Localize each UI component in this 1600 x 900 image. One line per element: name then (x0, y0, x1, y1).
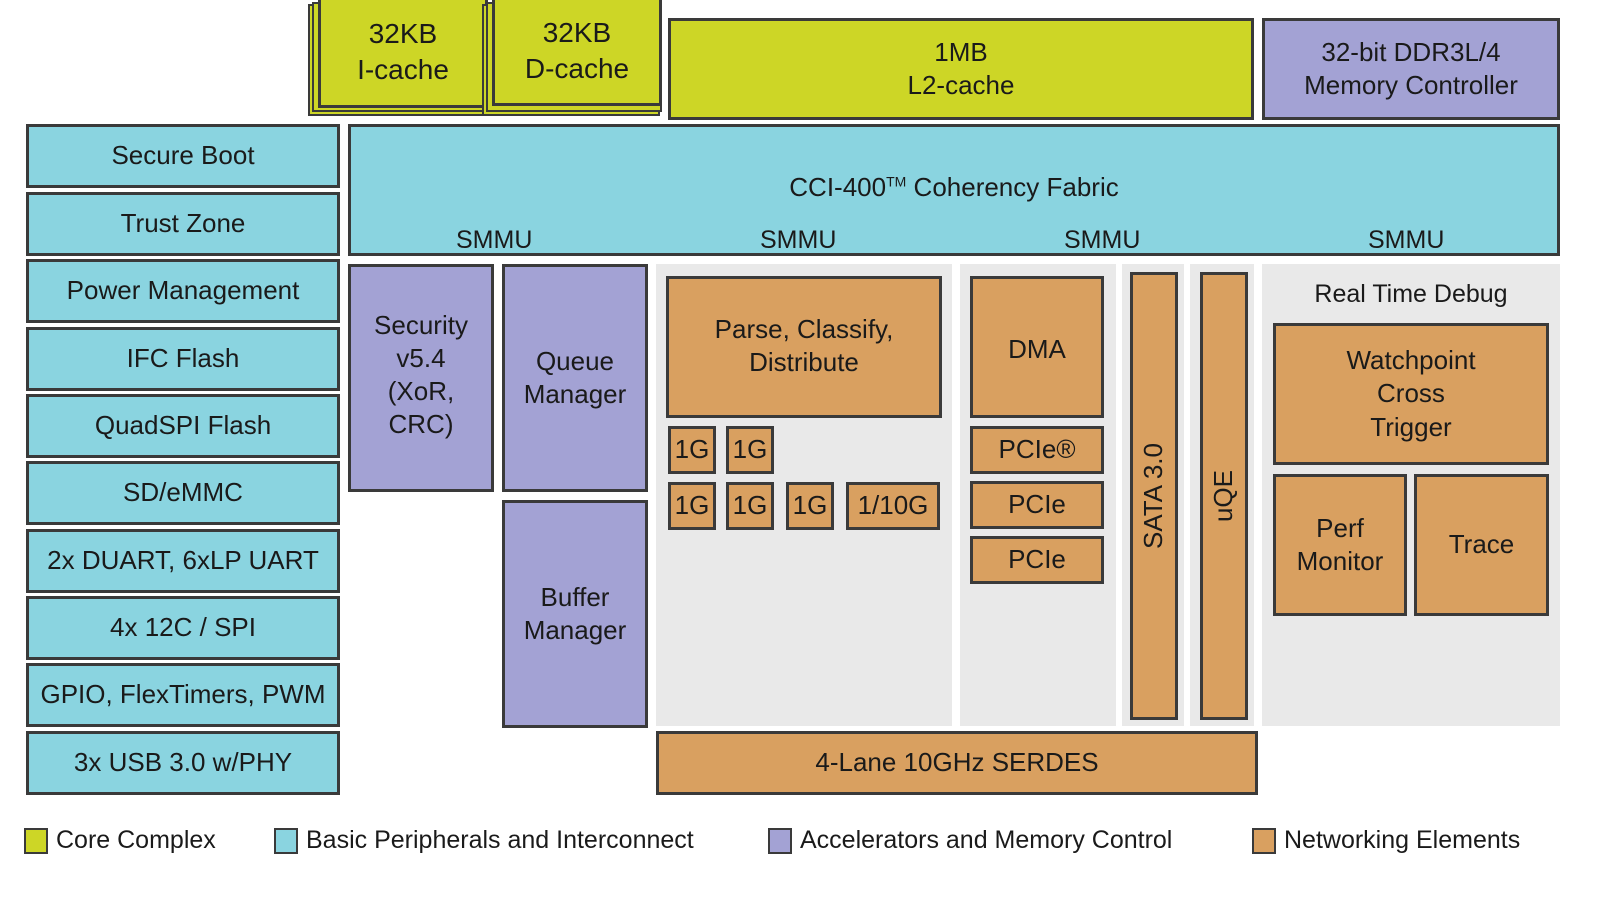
port-1g-4: 1G (726, 482, 774, 530)
peripheral-i2c-spi: 4x 12C / SPI (26, 596, 340, 660)
parse-classify-block: Parse, Classify, Distribute (666, 276, 942, 418)
peripheral-ifc-flash: IFC Flash (26, 327, 340, 391)
peripheral-gpio: GPIO, FlexTimers, PWM (26, 663, 340, 727)
legend-swatch-accel (768, 827, 792, 854)
dcache-block: 32KB D-cache (492, 0, 662, 106)
uqe-label: uQE (1208, 469, 1239, 523)
fabric-title: CCI-400TM Coherency Fabric (789, 172, 1119, 202)
peripheral-power-management: Power Management (26, 259, 340, 323)
port-10g: 1/10G (846, 482, 940, 530)
sata-label: SATA 3.0 (1138, 443, 1169, 549)
serdes-block: 4-Lane 10GHz SERDES (656, 731, 1258, 795)
dma-block: DMA (970, 276, 1104, 418)
legend-label-accel: Accelerators and Memory Control (800, 826, 1173, 854)
pcie-block-3: PCIe (970, 536, 1104, 584)
uqe-block: uQE (1200, 272, 1248, 720)
queue-manager-block: Queue Manager (502, 264, 648, 492)
trace-block: Trace (1414, 474, 1549, 616)
pcie-block-2: PCIe (970, 481, 1104, 529)
peripheral-usb: 3x USB 3.0 w/PHY (26, 731, 340, 795)
peripheral-trust-zone: Trust Zone (26, 192, 340, 256)
legend-swatch-net (1252, 827, 1276, 854)
legend-accelerators: Accelerators and Memory Control (768, 826, 1172, 855)
pcie-block-1: PCIe® (970, 426, 1104, 474)
peripheral-secure-boot: Secure Boot (26, 124, 340, 188)
peripheral-sd-emmc: SD/eMMC (26, 461, 340, 525)
legend-core-complex: Core Complex (24, 826, 216, 855)
port-1g-1: 1G (668, 426, 716, 474)
icache-block: 32KB I-cache (318, 0, 488, 108)
legend-label-core: Core Complex (56, 826, 216, 854)
port-1g-2: 1G (726, 426, 774, 474)
peripheral-uart: 2x DUART, 6xLP UART (26, 529, 340, 593)
security-block: Security v5.4 (XoR, CRC) (348, 264, 494, 492)
legend-basic-peripherals: Basic Peripherals and Interconnect (274, 826, 694, 855)
peripheral-quadspi-flash: QuadSPI Flash (26, 394, 340, 458)
legend-label-net: Networking Elements (1284, 826, 1521, 854)
watchpoint-block: Watchpoint Cross Trigger (1273, 323, 1549, 465)
legend-swatch-core (24, 827, 48, 854)
port-1g-3: 1G (668, 482, 716, 530)
smmu-label-3: SMMU (1064, 226, 1141, 254)
legend-label-basic: Basic Peripherals and Interconnect (306, 826, 694, 854)
legend-networking: Networking Elements (1252, 826, 1520, 855)
port-1g-5: 1G (786, 482, 834, 530)
buffer-manager-block: Buffer Manager (502, 500, 648, 728)
smmu-label-1: SMMU (456, 226, 533, 254)
debug-title: Real Time Debug (1314, 280, 1508, 308)
smmu-label-2: SMMU (760, 226, 837, 254)
sata-block: SATA 3.0 (1130, 272, 1178, 720)
perf-monitor-block: Perf Monitor (1273, 474, 1407, 616)
smmu-label-4: SMMU (1368, 226, 1445, 254)
l2-cache-block: 1MB L2-cache (668, 18, 1254, 120)
coherency-fabric-block: CCI-400TM Coherency Fabric (348, 124, 1560, 256)
memory-controller-block: 32-bit DDR3L/4 Memory Controller (1262, 18, 1560, 120)
legend-swatch-basic (274, 827, 298, 854)
